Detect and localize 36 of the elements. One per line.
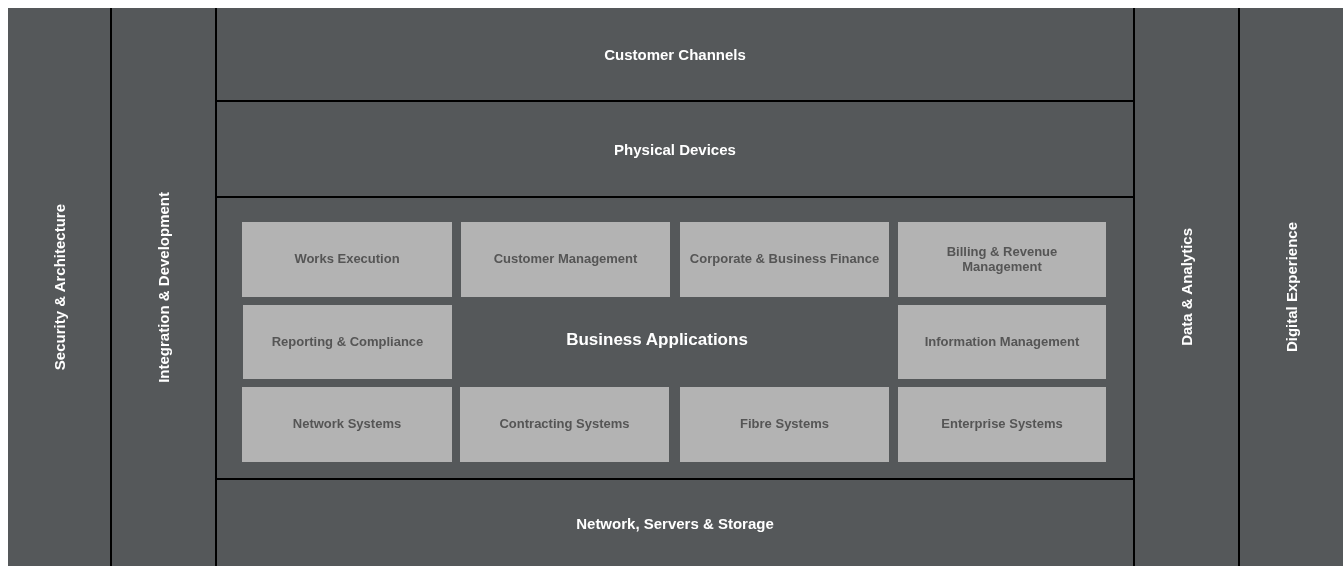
layer-title: Security & Architecture <box>50 203 68 371</box>
layer-band <box>217 8 1133 100</box>
layer-title: Data & Analytics <box>1178 228 1195 346</box>
application-box <box>242 387 452 462</box>
layer-title: Customer Channels <box>604 45 746 63</box>
column-panel <box>8 8 110 566</box>
column-panel <box>1240 8 1343 566</box>
application-box <box>898 305 1106 379</box>
layer-band <box>217 102 1133 196</box>
column-panel <box>112 8 215 566</box>
application-box <box>898 387 1106 462</box>
application-box <box>460 387 669 462</box>
box-label: Works Execution <box>294 252 400 267</box>
box-label: Enterprise Systems <box>941 417 1063 432</box>
layer-title: Digital Experience <box>1283 221 1300 353</box>
box-label: Contracting Systems <box>499 417 630 432</box>
layer-title: Physical Devices <box>614 140 736 158</box>
layer-title: Business Applications <box>565 329 749 351</box>
box-label: Billing & Revenue Management <box>945 245 1059 274</box>
box-label: Fibre Systems <box>740 417 829 432</box>
application-box <box>242 222 452 297</box>
application-box <box>680 222 889 297</box>
column-panel <box>1135 8 1238 566</box>
application-box <box>680 387 889 462</box>
application-box <box>898 222 1106 297</box>
layer-band <box>217 198 1133 478</box>
layer-band <box>217 480 1133 566</box>
layer-title: Network, Servers & Storage <box>576 514 774 532</box>
box-label: Reporting & Compliance <box>271 334 424 350</box>
box-label: Network Systems <box>292 417 402 432</box>
layer-title: Integration & Development <box>155 191 172 383</box>
application-box <box>461 222 670 297</box>
box-label: Information Management <box>924 334 1080 350</box>
box-label: Corporate & Business Finance <box>689 252 880 267</box>
box-label: Customer Management <box>493 252 638 267</box>
application-box <box>243 305 452 379</box>
